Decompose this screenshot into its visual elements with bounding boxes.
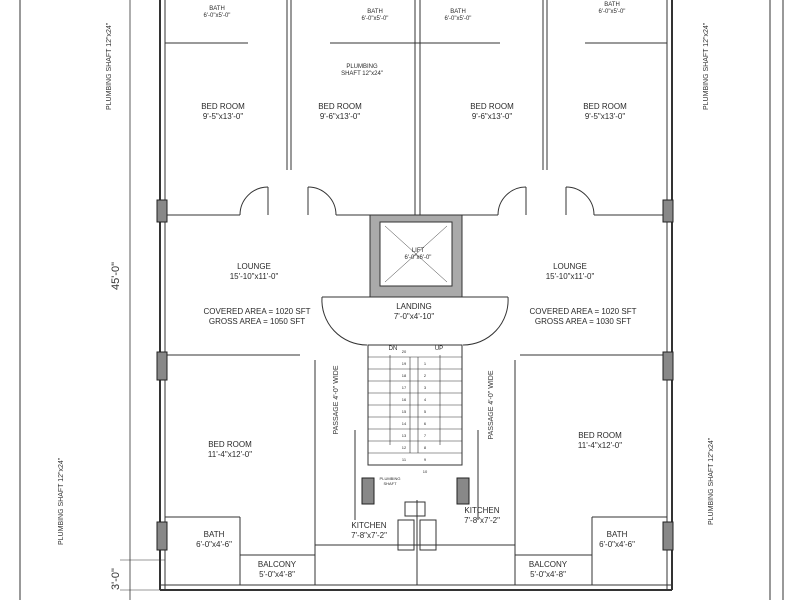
plumbing-shaft-left-top: PLUMBING SHAFT 12"x24": [106, 22, 113, 110]
columns: [156, 199, 674, 551]
stair-step-number: 19: [401, 361, 407, 366]
stair-step-number: 7: [423, 433, 427, 438]
stair-step-number: 16: [401, 397, 407, 402]
stair-step-number: 13: [401, 433, 407, 438]
plumbing-shaft-right-bottom: PLUMBING SHAFT 12"x24": [708, 437, 715, 525]
stair-step-number: 18: [401, 373, 407, 378]
stair-dn: DN: [388, 346, 398, 352]
dimension-overall-depth: 45'-0": [110, 261, 122, 290]
stair-step-number: 3: [423, 385, 427, 390]
stair-step-number: 14: [401, 421, 407, 426]
stair-step-number: 2: [423, 373, 427, 378]
outer-walls: [159, 0, 673, 591]
passage-right-label: PASSAGE 4'-0" WIDE: [488, 370, 495, 440]
stair-step-number: 4: [423, 397, 427, 402]
stair-step-number: 12: [401, 445, 407, 450]
stair-up: UP: [434, 346, 444, 352]
stair-step-number: 20: [401, 349, 407, 354]
stair-step-number: 10: [422, 469, 428, 474]
stair-step-number: 6: [423, 421, 427, 426]
passage-left-label: PASSAGE 4'-0" WIDE: [333, 365, 340, 435]
stair-step-number: 11: [401, 457, 407, 462]
plumbing-shaft-left-bottom: PLUMBING SHAFT 12"x24": [58, 457, 65, 545]
stair-step-number: 17: [401, 385, 407, 390]
stair-step-number: 5: [423, 409, 427, 414]
stair-step-number: 8: [423, 445, 427, 450]
dimension-balcony-depth: 3'-0": [110, 568, 122, 590]
stair-step-number: 1: [423, 361, 427, 366]
plumbing-shaft-right-top: PLUMBING SHAFT 12"x24": [703, 22, 710, 110]
stair-step-number: 15: [401, 409, 407, 414]
stair-step-number: 9: [423, 457, 427, 462]
